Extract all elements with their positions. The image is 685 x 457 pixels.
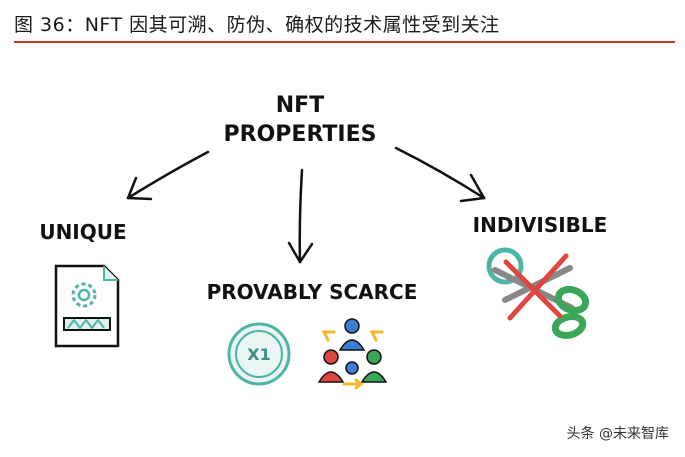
people-exchange-icon	[317, 318, 388, 390]
figure-title: 图 36：NFT 因其可溯、防伪、确权的技术属性受到关注	[14, 14, 500, 36]
arrow-down-icon	[287, 168, 314, 264]
title-divider	[14, 41, 675, 43]
x1-coin-icon: X1	[227, 322, 291, 386]
coin-label: X1	[247, 345, 270, 364]
label-indivisible: INDIVISIBLE	[473, 213, 608, 237]
label-unique: UNIQUE	[39, 220, 126, 244]
arrow-right-icon	[394, 146, 486, 203]
arrow-left-icon	[126, 150, 210, 201]
crossed-scissors-icon	[486, 247, 590, 339]
center-title-properties: PROPERTIES	[224, 122, 377, 147]
center-title-nft: NFT	[276, 93, 324, 118]
document-gear-icon	[54, 264, 120, 348]
label-provably-scarce: PROVABLY SCARCE	[207, 280, 418, 304]
watermark: 头条 @未来智库	[566, 426, 669, 442]
